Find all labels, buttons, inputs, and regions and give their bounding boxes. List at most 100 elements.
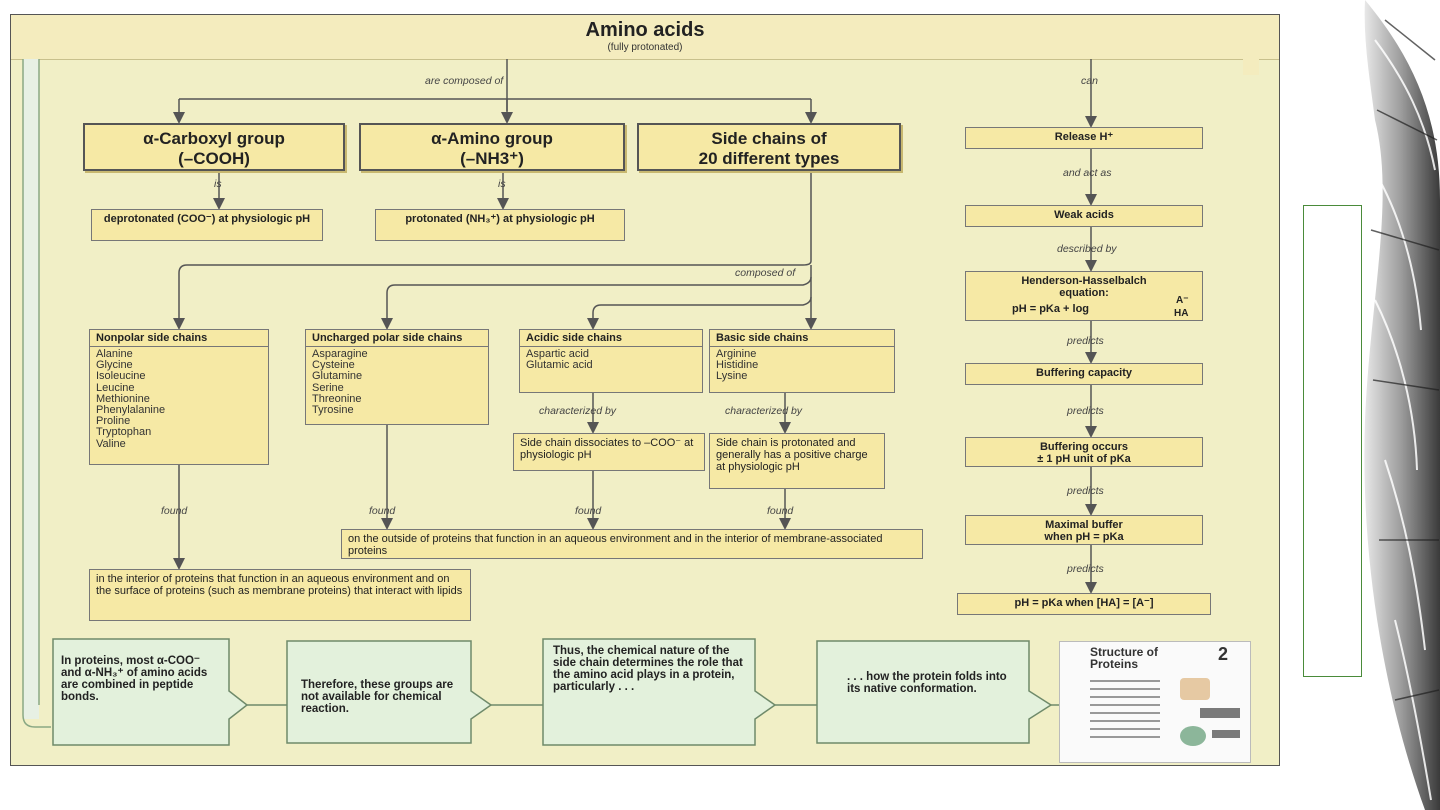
weak-acids-box: Weak acids bbox=[965, 205, 1203, 227]
uncharged-polar-list: Uncharged polar side chains Asparagine C… bbox=[305, 329, 489, 425]
amino-line-2: (–NH3⁺) bbox=[460, 149, 524, 168]
diagram-subtitle: (fully protonated) bbox=[607, 42, 683, 53]
text-line bbox=[1090, 712, 1160, 714]
acidic-characteristic-box: Side chain dissociates to –COO⁻ at physi… bbox=[513, 433, 705, 471]
label-found-4: found bbox=[767, 505, 794, 517]
label-found-1: found bbox=[161, 505, 188, 517]
carboxyl-group-box: α-Carboxyl group (–COOH) bbox=[83, 123, 345, 171]
label-predicts-2: predicts bbox=[1067, 405, 1104, 417]
uncharged-polar-items: Asparagine Cysteine Glutamine Serine Thr… bbox=[306, 347, 488, 418]
hh-equation-left: pH = pKa + log bbox=[1012, 303, 1090, 315]
label-characterized-by-1: characterized by bbox=[539, 405, 617, 417]
hh-denominator: HA bbox=[1174, 308, 1189, 319]
label-composed-of: composed of bbox=[735, 267, 796, 279]
label-can: can bbox=[1081, 75, 1098, 87]
list-item: Alanine bbox=[96, 348, 133, 360]
release-h-box: Release H⁺ bbox=[965, 127, 1203, 149]
basic-head: Basic side chains bbox=[710, 330, 894, 347]
label-described-by: described by bbox=[1057, 243, 1117, 255]
label-characterized-by-2: characterized by bbox=[725, 405, 803, 417]
label-are-composed-of: are composed of bbox=[425, 75, 504, 87]
left-rail bbox=[23, 59, 39, 719]
hh-numerator: A⁻ bbox=[1176, 295, 1189, 306]
right-rail bbox=[1243, 15, 1259, 75]
decorative-swirl bbox=[1364, 0, 1440, 810]
buffering-occurs-box: Buffering occurs ± 1 pH unit of pKa bbox=[965, 437, 1203, 467]
list-item: Asparagine bbox=[312, 348, 368, 360]
amino-line-1: α-Amino group bbox=[431, 129, 553, 148]
text-line bbox=[1090, 696, 1160, 698]
nonpolar-list: Nonpolar side chains Alanine Glycine Iso… bbox=[89, 329, 269, 465]
acidic-list: Acidic side chains Aspartic acid Glutami… bbox=[519, 329, 703, 393]
label-found-3: found bbox=[575, 505, 602, 517]
callout-2: Therefore, these groups are not availabl… bbox=[301, 679, 454, 715]
list-item: Lysine bbox=[716, 370, 748, 383]
list-item: Serine bbox=[312, 381, 344, 394]
buffering-occurs-line-2: ± 1 pH unit of pKa bbox=[1037, 453, 1131, 465]
list-item: Arginine bbox=[716, 348, 757, 360]
label-predicts-1: predicts bbox=[1067, 335, 1104, 347]
text-line bbox=[1090, 728, 1160, 730]
list-item: Isoleucine bbox=[96, 370, 146, 383]
basic-items: Arginine Histidine Lysine bbox=[710, 347, 894, 385]
buffering-capacity-box: Buffering capacity bbox=[965, 363, 1203, 385]
basic-list: Basic side chains Arginine Histidine Lys… bbox=[709, 329, 895, 393]
text-line bbox=[1090, 736, 1160, 738]
list-item: Tryptophan bbox=[96, 426, 152, 439]
list-item: Glutamine bbox=[312, 370, 363, 383]
maximal-line-1: Maximal buffer bbox=[1045, 519, 1123, 531]
label-predicts-4: predicts bbox=[1067, 563, 1104, 575]
callout-4: . . . how the protein folds into its nat… bbox=[847, 671, 1007, 695]
list-item: Cysteine bbox=[312, 359, 355, 372]
final-equation-box: pH = pKa when [HA] = [A⁻] bbox=[957, 593, 1211, 615]
maximal-line-2: when pH = pKa bbox=[1044, 531, 1124, 543]
carboxyl-line-1: α-Carboxyl group bbox=[143, 129, 285, 148]
list-item: Methionine bbox=[96, 392, 150, 405]
henderson-hasselbalch-box: Henderson-Hasselbalch equation: pH = pKa… bbox=[965, 271, 1203, 321]
side-chains-line-2: 20 different types bbox=[698, 149, 840, 168]
deprotonated-box: deprotonated (COO⁻) at physiologic pH bbox=[91, 209, 323, 241]
book-illustration-1 bbox=[1180, 678, 1210, 700]
chapter-number: 2 bbox=[1218, 644, 1229, 664]
list-item: Valine bbox=[96, 437, 126, 450]
label-predicts-3: predicts bbox=[1067, 485, 1104, 497]
label-and-act-as: and act as bbox=[1063, 167, 1112, 179]
book-illustration-4 bbox=[1212, 730, 1240, 738]
empty-frame bbox=[1303, 205, 1362, 677]
label-is-2: is bbox=[498, 178, 506, 190]
outside-location-box: on the outside of proteins that function… bbox=[341, 529, 923, 559]
hh-line-2: equation: bbox=[1059, 287, 1109, 299]
diagram-title: Amino acids bbox=[585, 19, 705, 41]
list-item: Tyrosine bbox=[312, 404, 354, 417]
title-band: Amino acids (fully protonated) bbox=[11, 15, 1279, 60]
nonpolar-items: Alanine Glycine Isoleucine Leucine Methi… bbox=[90, 347, 268, 452]
buffering-occurs-line-1: Buffering occurs bbox=[1039, 441, 1128, 453]
amino-group-box: α-Amino group (–NH3⁺) bbox=[359, 123, 625, 171]
uncharged-polar-head: Uncharged polar side chains bbox=[306, 330, 488, 347]
hh-equation: pH = pKa + log A⁻ HA bbox=[966, 295, 1202, 323]
list-item: Glycine bbox=[96, 359, 133, 372]
list-item: Leucine bbox=[96, 381, 135, 394]
carboxyl-line-2: (–COOH) bbox=[178, 149, 250, 168]
chapter-thumbnail: Structure of Proteins 2 bbox=[1059, 641, 1251, 763]
list-item: Aspartic acid bbox=[526, 348, 589, 360]
maximal-buffer-box: Maximal buffer when pH = pKa bbox=[965, 515, 1203, 545]
concept-map: Amino acids (fully protonated) bbox=[10, 14, 1280, 766]
basic-characteristic-box: Side chain is protonated and generally h… bbox=[709, 433, 885, 489]
text-line bbox=[1090, 704, 1160, 706]
list-item: Glutamic acid bbox=[526, 359, 593, 372]
callout-1: In proteins, most α-COO⁻ and α-NH₃⁺ of a… bbox=[61, 655, 208, 703]
connector-lines bbox=[22, 59, 1199, 746]
acidic-items: Aspartic acid Glutamic acid bbox=[520, 347, 702, 373]
hh-line-1: Henderson-Hasselbalch bbox=[1021, 275, 1147, 287]
interior-location-box: in the interior of proteins that functio… bbox=[89, 569, 471, 621]
list-item: Histidine bbox=[716, 359, 759, 372]
text-line bbox=[1090, 720, 1160, 722]
label-is-1: is bbox=[214, 178, 222, 190]
nonpolar-head: Nonpolar side chains bbox=[90, 330, 268, 347]
acidic-head: Acidic side chains bbox=[520, 330, 702, 347]
side-chains-line-1: Side chains of bbox=[711, 129, 827, 148]
side-chains-box: Side chains of 20 different types bbox=[637, 123, 901, 171]
list-item: Phenylalanine bbox=[96, 404, 166, 417]
list-item: Threonine bbox=[312, 392, 362, 405]
